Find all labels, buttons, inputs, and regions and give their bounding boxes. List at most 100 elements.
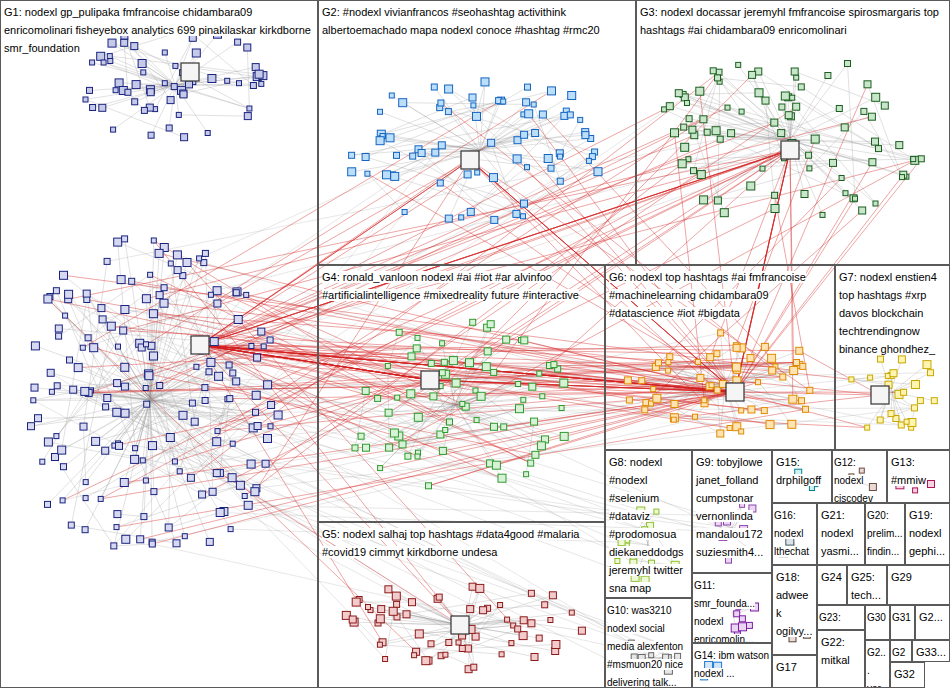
vertex	[761, 408, 767, 414]
tie-line	[256, 408, 914, 488]
vertex	[156, 292, 163, 299]
label-wrap: G20: prelim... findin...	[866, 504, 904, 560]
tie-line	[430, 380, 802, 401]
vertex	[549, 592, 556, 599]
vertex	[864, 81, 871, 88]
tie-line	[480, 150, 527, 167]
vertex	[888, 411, 894, 417]
vertex	[582, 132, 589, 139]
vertex	[491, 216, 498, 223]
label-wrap: G9: tobyjlowe janet_folland cumpstonar v…	[693, 451, 771, 561]
tie-line	[169, 513, 221, 528]
vertex	[697, 374, 704, 381]
vertex	[762, 97, 769, 104]
vertex	[83, 290, 90, 297]
vertex	[258, 328, 265, 335]
vertex	[143, 386, 148, 391]
vertex	[748, 406, 755, 413]
vertex	[237, 81, 242, 86]
vertex	[739, 408, 744, 413]
vertex	[928, 370, 934, 376]
vertex	[157, 383, 163, 389]
vertex	[480, 607, 487, 614]
hub-vertex	[181, 63, 199, 81]
tie-line	[674, 418, 867, 428]
vertex	[138, 60, 146, 68]
tie-line	[411, 392, 735, 394]
vertex	[718, 330, 724, 336]
group-label: G18: adweek ogilvy...	[776, 571, 812, 637]
vertex	[799, 398, 805, 404]
vertex	[215, 372, 223, 380]
tie-line	[380, 631, 460, 645]
hub-vertex	[421, 371, 439, 389]
tie-line	[114, 544, 153, 546]
vertex	[734, 611, 740, 617]
vertex	[143, 478, 148, 483]
label-wrap: G6: nodexl top hashtags #ai fmfrancoise …	[606, 266, 834, 322]
vertex	[794, 360, 800, 366]
vertex	[145, 372, 153, 380]
vertex	[235, 39, 241, 45]
tie-line	[381, 91, 551, 134]
group-label: G16: nodexl lthechat pro	[774, 510, 809, 565]
tie-line	[529, 114, 735, 392]
vertex	[107, 322, 115, 330]
vertex	[437, 180, 443, 186]
vertex	[691, 168, 697, 174]
vertex	[557, 178, 563, 184]
vertex	[877, 417, 883, 423]
vertex	[443, 428, 448, 433]
hub-vertex	[781, 141, 799, 159]
vertex	[467, 606, 474, 613]
vertex	[473, 112, 481, 120]
vertex	[253, 409, 259, 415]
group-label: G2... ver...	[867, 647, 886, 688]
vertex	[121, 363, 129, 371]
vertex	[182, 534, 187, 539]
vertex	[56, 333, 62, 339]
tie-line	[809, 111, 864, 168]
vertex	[859, 207, 866, 214]
vertex	[447, 419, 453, 425]
vertex	[516, 405, 524, 413]
vertex	[385, 363, 390, 368]
tie-line	[117, 485, 241, 527]
vertex	[548, 165, 554, 171]
vertex	[923, 361, 931, 369]
vertex	[709, 383, 714, 388]
vertex	[666, 103, 673, 110]
group-label: G2: #nodexl vivianfrancos #seohashtag ac…	[322, 6, 600, 36]
vertex	[63, 313, 68, 318]
vertex	[559, 406, 564, 411]
group-label: G6: nodexl top hashtags #ai fmfrancoise …	[609, 271, 806, 319]
vertex	[467, 208, 474, 215]
vertex	[568, 92, 576, 100]
vertex	[111, 127, 116, 132]
vertex	[528, 590, 534, 596]
vertex	[917, 398, 923, 404]
vertex	[459, 215, 464, 220]
vertex	[501, 99, 506, 104]
vertex	[202, 385, 208, 391]
tie-line	[217, 442, 669, 657]
tie-line	[200, 143, 491, 345]
vertex	[551, 362, 557, 368]
vertex	[202, 398, 208, 404]
tie-line	[201, 172, 598, 352]
label-wrap: G19: nodexl gephi...	[906, 504, 949, 560]
vertex	[132, 81, 140, 89]
vertex	[714, 351, 720, 357]
vertex	[365, 171, 370, 176]
vertex	[173, 540, 180, 547]
vertex	[155, 249, 163, 257]
vertex	[144, 401, 150, 407]
vertex	[166, 125, 172, 131]
tie-line	[124, 36, 170, 101]
vertex	[390, 429, 398, 437]
vertex	[548, 618, 553, 623]
vertex	[594, 168, 602, 176]
vertex	[392, 592, 400, 600]
vertex	[521, 397, 526, 402]
vertex	[60, 498, 65, 503]
